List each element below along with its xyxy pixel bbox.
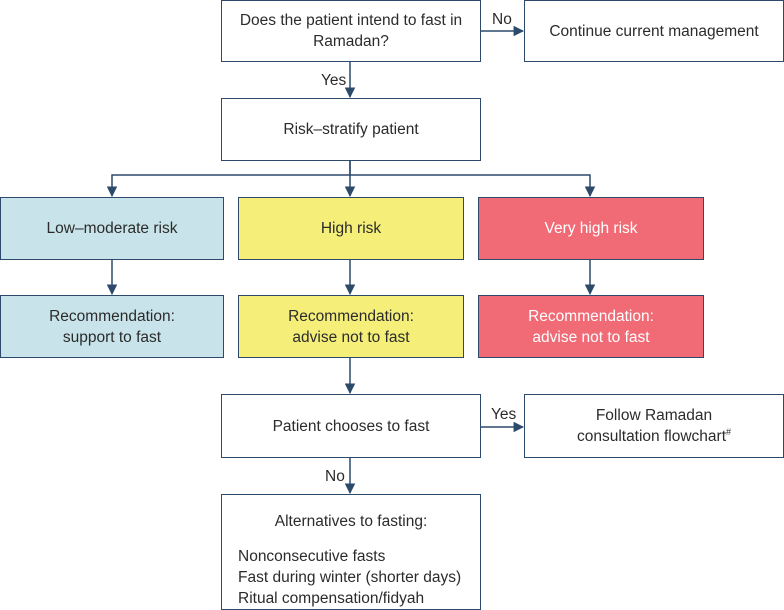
alternative-item: Nonconsecutive fasts bbox=[238, 548, 386, 565]
node-chooses-text: Patient chooses to fast bbox=[272, 417, 430, 435]
node-recommendation-high: Recommendation: advise not to fast bbox=[238, 295, 464, 358]
node-very-high-risk: Very high risk bbox=[478, 197, 704, 260]
alternatives-list: Nonconsecutive fasts Fast during winter … bbox=[222, 546, 461, 609]
node-low-risk-text: Low–moderate risk bbox=[46, 220, 178, 237]
node-risk-stratify: Risk–stratify patient bbox=[221, 98, 481, 161]
edge-label-intend-yes: Yes bbox=[321, 72, 347, 89]
footnote-marker: # bbox=[726, 426, 732, 437]
node-alternatives: Alternatives to fasting: Nonconsecutive … bbox=[221, 494, 481, 610]
node-continue-text: Continue current management bbox=[549, 22, 759, 40]
edge-label-chooses-yes: Yes bbox=[491, 406, 517, 423]
arrow-stratify-to-very-high-risk bbox=[350, 174, 596, 198]
node-follow-line2-wrap: consultation flowchart# bbox=[577, 426, 731, 447]
rec-high-line1: Recommendation: bbox=[288, 307, 414, 325]
node-follow-line1: Follow Ramadan bbox=[595, 407, 713, 424]
node-stratify-text: Risk–stratify patient bbox=[283, 121, 419, 138]
node-recommendation-very-high: Recommendation: advise not to fast bbox=[478, 295, 704, 358]
node-patient-chooses: Patient chooses to fast bbox=[221, 394, 481, 458]
edge-label-intend-no: No bbox=[492, 11, 512, 28]
arrow-stratify-to-low-risk bbox=[106, 161, 351, 198]
node-intend-to-fast: Does the patient intend to fast in Ramad… bbox=[221, 0, 481, 62]
node-high-risk-text: High risk bbox=[320, 220, 382, 237]
node-intend-line2: Ramadan? bbox=[313, 33, 389, 50]
rec-low-line1: Recommendation: bbox=[49, 307, 175, 325]
rec-high-line2: advise not to fast bbox=[292, 328, 410, 346]
alternative-item: Fast during winter (shorter days) bbox=[238, 569, 462, 586]
rec-very-high-line2: advise not to fast bbox=[532, 328, 650, 346]
edge-label-chooses-no: No bbox=[325, 468, 345, 485]
node-follow-line2: consultation flowchart bbox=[576, 428, 727, 445]
rec-low-line2: support to fast bbox=[62, 328, 162, 346]
alternative-item: Ritual compensation/fidyah bbox=[238, 590, 425, 607]
node-recommendation-low: Recommendation: support to fast bbox=[0, 295, 224, 358]
rec-very-high-line1: Recommendation: bbox=[528, 307, 654, 325]
node-continue-management: Continue current management bbox=[524, 0, 784, 62]
node-low-moderate-risk: Low–moderate risk bbox=[0, 197, 224, 260]
node-follow-flowchart: Follow Ramadan consultation flowchart# bbox=[524, 394, 784, 458]
node-high-risk: High risk bbox=[238, 197, 464, 260]
node-intend-line1: Does the patient intend to fast in bbox=[239, 12, 463, 29]
node-very-high-risk-text: Very high risk bbox=[544, 220, 638, 237]
alternatives-title: Alternatives to fasting: bbox=[274, 513, 428, 530]
